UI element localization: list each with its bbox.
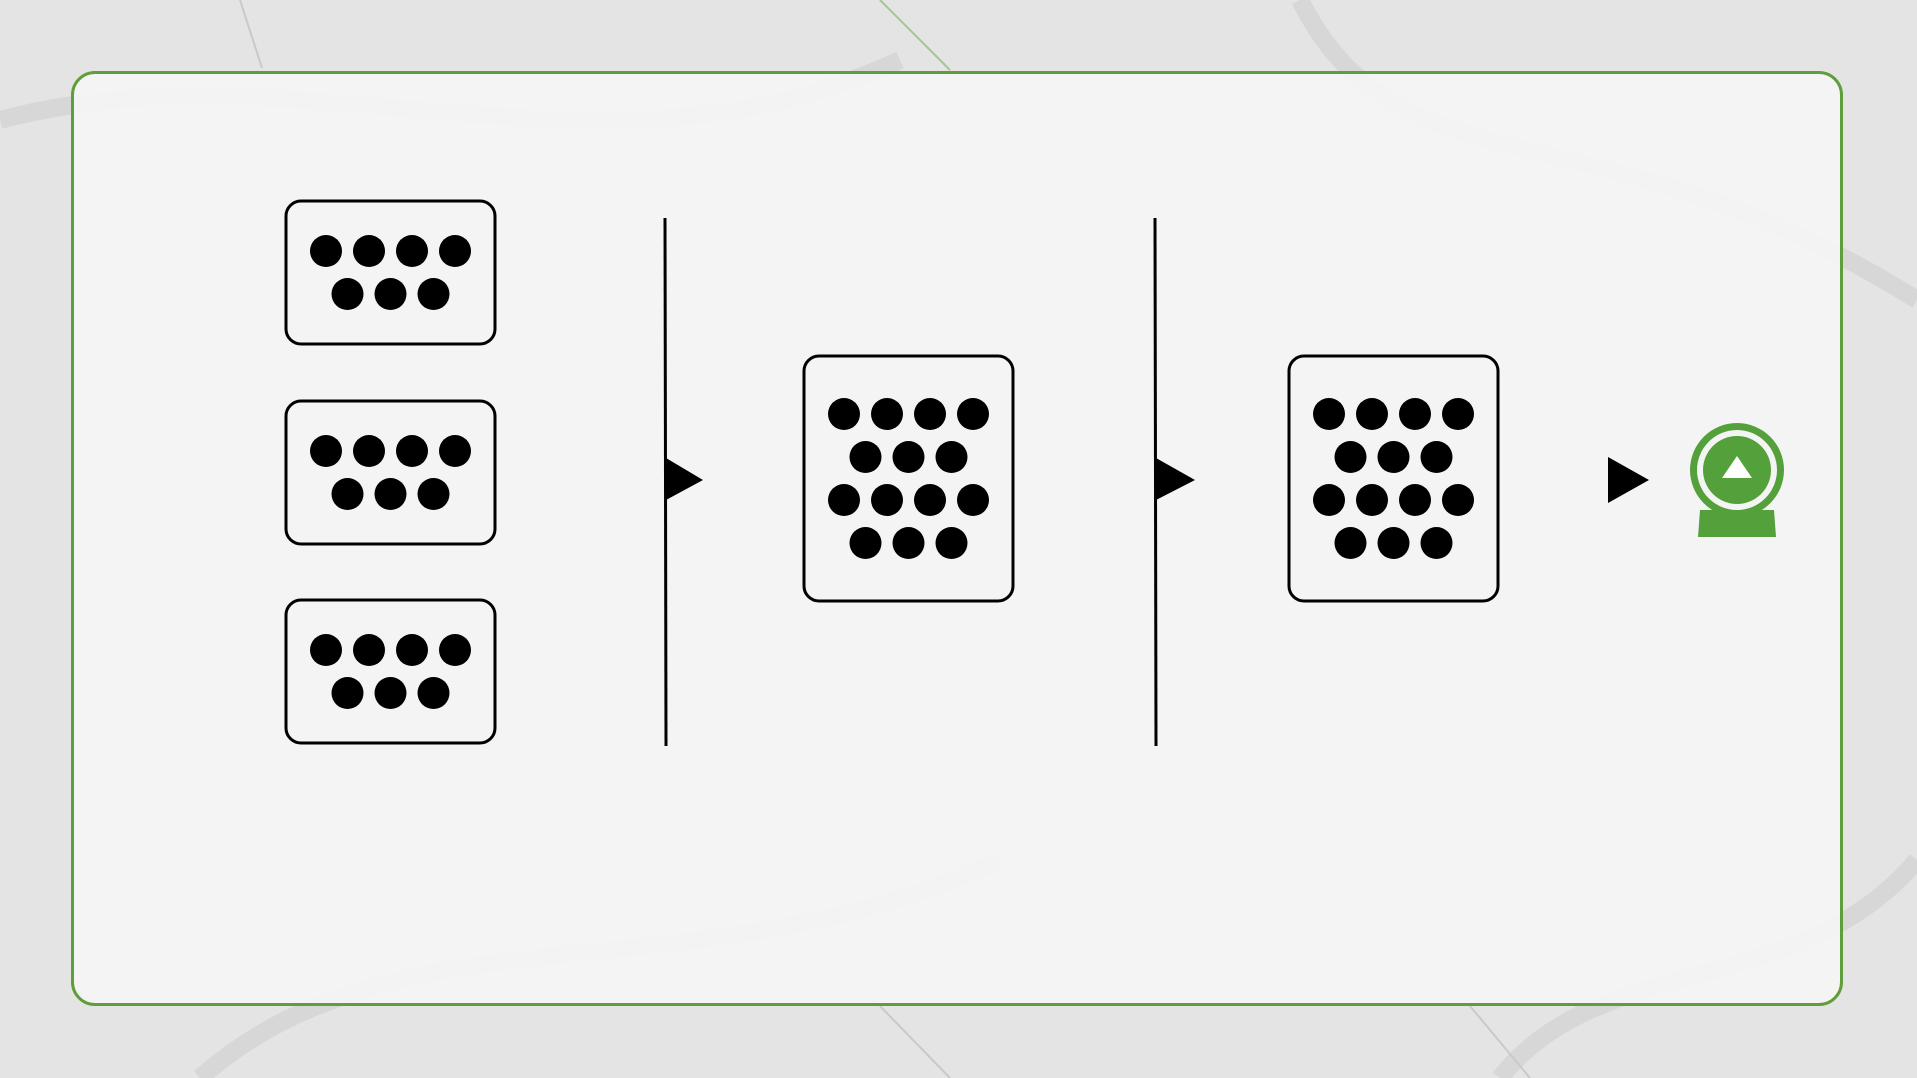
- stage-divider-1: [663, 217, 668, 747]
- arrow-3-icon: [1608, 457, 1649, 503]
- token-dot: [957, 398, 989, 430]
- token-dot: [396, 435, 428, 467]
- token-dot: [892, 527, 925, 559]
- token-dot: [1334, 527, 1367, 559]
- token-dot: [871, 484, 903, 516]
- arrow-1-icon: [666, 458, 703, 500]
- token-dot: [396, 634, 428, 666]
- token-dot: [1356, 484, 1388, 516]
- token-dot: [935, 527, 968, 559]
- token-dot: [374, 278, 407, 310]
- webcam-stand: [1698, 510, 1776, 537]
- webcam-icon: [1690, 423, 1784, 537]
- card-frame: [1287, 354, 1500, 603]
- token-dot: [439, 235, 471, 267]
- stage-divider-2: [1153, 217, 1158, 747]
- token-dot: [417, 478, 450, 510]
- token-dot: [957, 484, 989, 516]
- token-dot: [439, 435, 471, 467]
- arrow-2-icon: [1156, 458, 1195, 500]
- token-dot: [892, 441, 925, 473]
- token-dot: [1313, 484, 1345, 516]
- token-dot: [1334, 441, 1367, 473]
- token-dot: [871, 398, 903, 430]
- token-dot: [353, 435, 385, 467]
- token-dot: [828, 398, 860, 430]
- token-cards: [284, 199, 1500, 745]
- token-dot: [1313, 398, 1345, 430]
- token-dot: [353, 235, 385, 267]
- token-dot: [935, 441, 968, 473]
- input-tokens-card-1: [284, 199, 497, 346]
- token-dot: [310, 435, 342, 467]
- token-dot: [374, 677, 407, 709]
- token-dot: [353, 634, 385, 666]
- webcam-triangle: [1722, 456, 1752, 478]
- token-dot: [828, 484, 860, 516]
- input-tokens-card-2: [284, 399, 497, 546]
- card-frame: [284, 399, 497, 546]
- input-tokens-card-3: [284, 598, 497, 745]
- merged-tokens-card-1: [802, 354, 1015, 603]
- token-dot: [1377, 441, 1410, 473]
- token-dot: [374, 478, 407, 510]
- card-frame: [802, 354, 1015, 603]
- token-dot: [1420, 441, 1453, 473]
- token-dot: [1356, 398, 1388, 430]
- processed-tokens-card-1: [1287, 354, 1500, 603]
- token-dot: [417, 677, 450, 709]
- token-dot: [439, 634, 471, 666]
- token-dot: [310, 235, 342, 267]
- token-dot: [1420, 527, 1453, 559]
- token-dot: [310, 634, 342, 666]
- card-frame: [284, 199, 497, 346]
- token-dot: [1399, 398, 1431, 430]
- token-dot: [914, 484, 946, 516]
- token-dot: [1442, 484, 1474, 516]
- token-dot: [914, 398, 946, 430]
- token-dot: [331, 677, 364, 709]
- token-dot: [849, 441, 882, 473]
- token-dot: [331, 478, 364, 510]
- token-dot: [417, 278, 450, 310]
- token-dot: [1399, 484, 1431, 516]
- token-dot: [1442, 398, 1474, 430]
- token-dot: [331, 278, 364, 310]
- token-dot: [849, 527, 882, 559]
- token-dot: [396, 235, 428, 267]
- token-dot: [1377, 527, 1410, 559]
- card-frame: [284, 598, 497, 745]
